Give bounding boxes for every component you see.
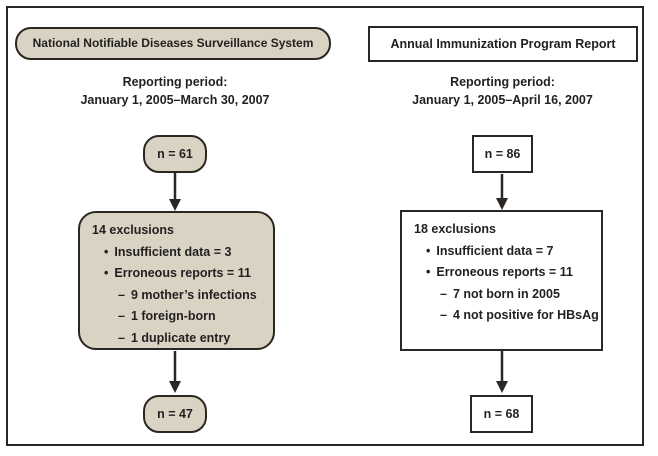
dash-marker: – bbox=[118, 309, 125, 323]
right-n-initial-box: n = 86 bbox=[472, 135, 533, 173]
left-reporting-period: Reporting period: January 1, 2005–March … bbox=[10, 73, 340, 109]
left-reporting-label: Reporting period: bbox=[122, 75, 228, 89]
right-n-initial: n = 86 bbox=[484, 146, 521, 161]
right-source-title: Annual Immunization Program Report bbox=[390, 36, 616, 51]
figure-frame bbox=[6, 6, 644, 446]
right-exclusions-title: 18 exclusions bbox=[414, 222, 496, 236]
right-reporting-period: Reporting period: January 1, 2005–April … bbox=[365, 73, 640, 109]
right-exclusions-box: 18 exclusions • Insufficient data = 7 • … bbox=[400, 210, 603, 351]
right-exclusion-subitem: – 7 not born in 2005 bbox=[402, 284, 601, 306]
left-n-initial-box: n = 61 bbox=[143, 135, 207, 173]
left-n-final-box: n = 47 bbox=[143, 395, 207, 433]
left-exclusions-title: 14 exclusions bbox=[92, 223, 174, 237]
dash-marker: – bbox=[440, 308, 447, 322]
bullet-marker: • bbox=[426, 265, 431, 279]
left-exclusion-subitem: – 1 foreign-born bbox=[80, 306, 273, 328]
left-exclusion-subitem: – 1 duplicate entry bbox=[80, 328, 273, 350]
left-reporting-range: January 1, 2005–March 30, 2007 bbox=[80, 93, 270, 107]
right-n-final-box: n = 68 bbox=[470, 395, 533, 433]
right-source-title-box: Annual Immunization Program Report bbox=[368, 26, 638, 62]
right-exclusion-item: • Insufficient data = 7 bbox=[402, 241, 601, 263]
bullet-marker: • bbox=[426, 243, 431, 258]
bullet-marker: • bbox=[104, 244, 109, 259]
right-exclusion-subitem: – 4 not positive for HBsAg bbox=[402, 305, 601, 327]
dash-marker: – bbox=[440, 286, 447, 301]
left-exclusion-item: • Insufficient data = 3 bbox=[80, 242, 273, 264]
left-exclusion-subitem: – 9 mother’s infections bbox=[80, 285, 273, 307]
left-exclusion-item: • Erroneous reports = 11 bbox=[80, 263, 273, 285]
left-source-title: National Notifiable Diseases Surveillanc… bbox=[32, 36, 314, 50]
left-exclusions-box: 14 exclusions • Insufficient data = 3 • … bbox=[78, 211, 275, 350]
bullet-marker: • bbox=[104, 266, 109, 280]
dash-marker: – bbox=[118, 287, 125, 302]
right-n-final: n = 68 bbox=[483, 406, 520, 421]
left-n-final: n = 47 bbox=[157, 406, 193, 421]
right-exclusion-item: • Erroneous reports = 11 bbox=[402, 262, 601, 284]
left-source-title-box: National Notifiable Diseases Surveillanc… bbox=[15, 27, 331, 60]
right-reporting-label: Reporting period: bbox=[450, 75, 555, 89]
left-n-initial: n = 61 bbox=[157, 146, 193, 161]
right-reporting-range: January 1, 2005–April 16, 2007 bbox=[412, 93, 593, 107]
dash-marker: – bbox=[118, 330, 125, 345]
